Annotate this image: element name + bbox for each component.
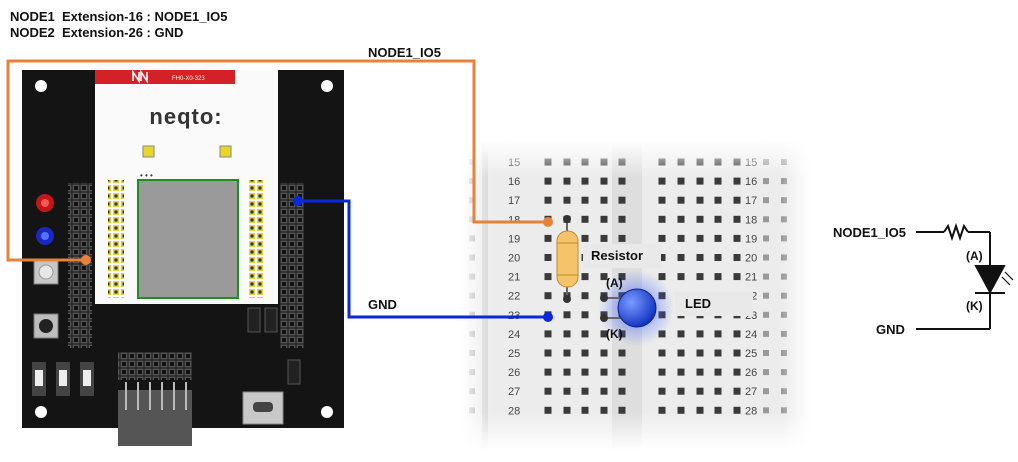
wire-node1-io5 — [6, 59, 548, 262]
module-chip — [137, 179, 239, 299]
module-strip-text: FH0-X0-323 — [172, 76, 205, 82]
mount-hole — [321, 80, 333, 92]
cathode-label: (K) — [606, 327, 623, 341]
resistor-label: Resistor — [583, 244, 661, 268]
extension-header-left — [68, 183, 92, 348]
bottom-connector — [118, 390, 192, 446]
component — [264, 307, 278, 333]
mount-hole — [35, 406, 47, 418]
label-node1-io5-wire: NODE1_IO5 — [368, 45, 441, 60]
module-pad — [142, 145, 155, 158]
led — [598, 270, 674, 346]
neqto-board: FH0-X0-323 neqto: • • • — [22, 69, 344, 446]
bottom-header — [118, 352, 192, 380]
module-top-strip — [95, 70, 235, 84]
anode-label: (A) — [606, 276, 623, 290]
schematic-io5-label: NODE1_IO5 — [833, 225, 906, 240]
led-label: LED — [675, 292, 753, 316]
wire-gnd-endpoint — [543, 312, 553, 322]
schematic-gnd-label: GND — [876, 322, 905, 337]
component — [287, 359, 301, 385]
resistor — [556, 215, 579, 303]
extension-header-right — [280, 183, 304, 348]
wire-gnd-endpoint — [293, 196, 303, 206]
led-symbol — [974, 265, 1006, 295]
module-header-right — [248, 180, 264, 298]
module-pad — [219, 145, 232, 158]
header-line-1: NODE1 Extension-16 : NODE1_IO5 — [10, 9, 228, 24]
resistor-symbol — [943, 222, 969, 242]
schematic-cathode-label: (K) — [966, 299, 983, 313]
schematic-anode-label: (A) — [966, 249, 983, 263]
component — [247, 307, 261, 333]
brand-logo: neqto: — [149, 104, 222, 129]
header-line-2: NODE2 Extension-26 : GND — [10, 25, 184, 40]
mount-hole — [35, 80, 47, 92]
module-header-left — [108, 180, 124, 298]
button-2 — [33, 313, 59, 339]
mount-hole — [321, 406, 333, 418]
svg-text:• • •: • • • — [140, 171, 153, 180]
wire-io5-endpoint — [81, 255, 91, 265]
label-gnd-wire: GND — [368, 297, 397, 312]
wire-io5-endpoint — [543, 217, 553, 227]
schematic — [916, 222, 1014, 330]
wire-gnd — [298, 199, 548, 319]
